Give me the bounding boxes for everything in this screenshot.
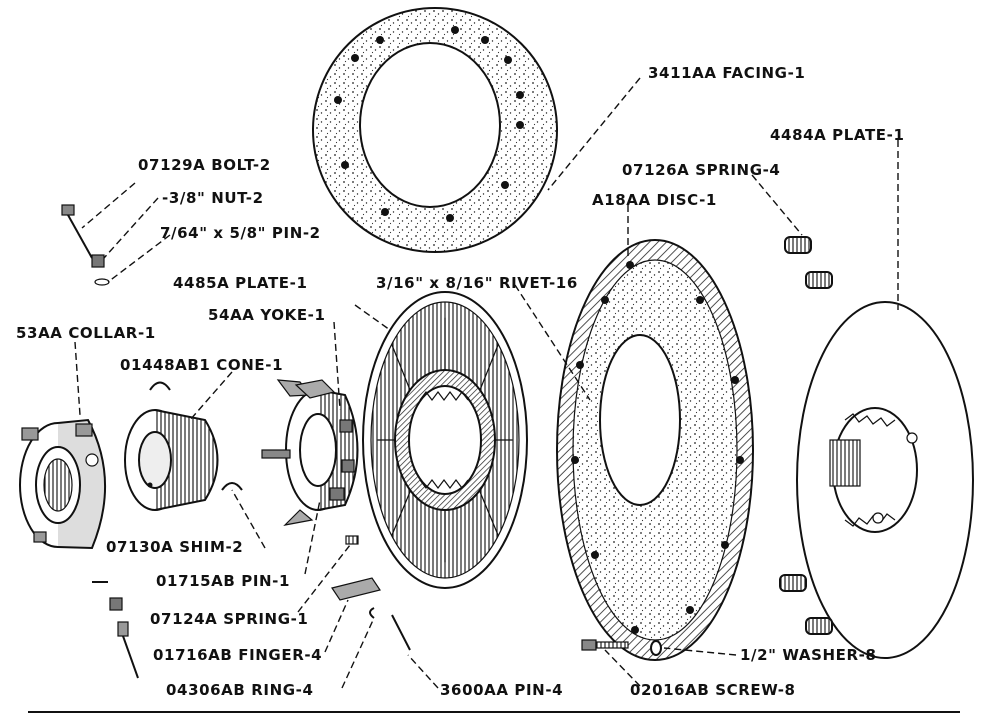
label-shim: 07130A SHIM-2 (106, 538, 243, 556)
part-labels: 3411AA FACING-1 4484A PLATE-1 07126A SPR… (16, 64, 905, 699)
disc-part (556, 239, 754, 661)
label-nut: -3/8" NUT-2 (162, 189, 264, 207)
label-plate-4484: 4484A PLATE-1 (770, 126, 905, 144)
label-screw: 02016AB SCREW-8 (630, 681, 796, 699)
label-facing: 3411AA FACING-1 (648, 64, 805, 82)
plate-4485-part (362, 291, 528, 589)
label-ring: 04306AB RING-4 (166, 681, 314, 699)
label-plate-4485: 4485A PLATE-1 (173, 274, 308, 292)
leader-lines (74, 77, 899, 689)
label-bolt: 07129A BOLT-2 (138, 156, 271, 174)
label-pin-01715: 01715AB PIN-1 (156, 572, 290, 590)
label-collar: 53AA COLLAR-1 (16, 324, 156, 342)
label-finger: 01716AB FINGER-4 (153, 646, 322, 664)
label-spring-07124: 07124A SPRING-1 (150, 610, 308, 628)
label-spring-07126: 07126A SPRING-4 (622, 161, 780, 179)
label-cone: 01448AB1 CONE-1 (120, 356, 283, 374)
spring-coils-part (779, 236, 833, 635)
label-pin-3600: 3600AA PIN-4 (440, 681, 563, 699)
label-yoke: 54AA YOKE-1 (208, 306, 326, 324)
collar-part (19, 418, 106, 550)
yoke-part (261, 379, 359, 526)
label-pin-764: 7/64" x 5/8" PIN-2 (160, 224, 321, 242)
cone-part (124, 409, 219, 511)
plate-4484-part (796, 301, 974, 659)
label-washer: 1/2" WASHER-8 (740, 646, 877, 664)
small-parts (61, 204, 662, 679)
facing-part (312, 7, 558, 253)
label-rivet: 3/16" x 8/16" RIVET-16 (376, 274, 578, 292)
label-disc: A18AA DISC-1 (592, 191, 717, 209)
